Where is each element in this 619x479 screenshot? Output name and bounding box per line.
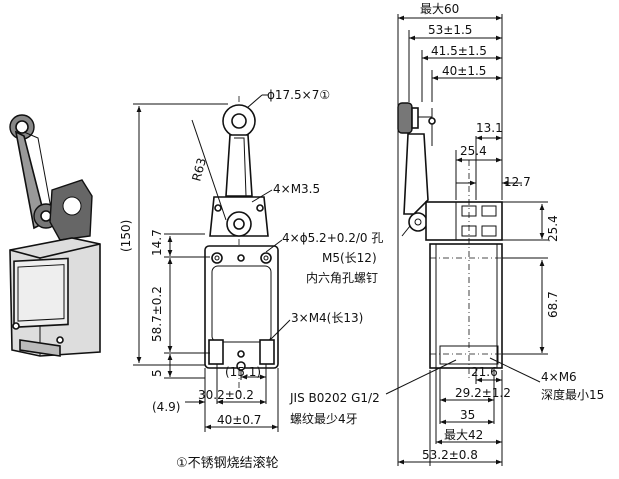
dim-14-7: 14.7: [150, 229, 164, 256]
dim-68-7: 68.7: [546, 291, 560, 318]
bottom-screws-label: 3×M4(长13): [291, 311, 363, 325]
max-60-label: 最大60: [420, 2, 459, 16]
dim-58-7: 58.7±0.2: [150, 286, 164, 342]
mounting-holes-label: 4×ϕ5.2+0.2/0 孔: [282, 231, 383, 245]
thread-min-label: 螺纹最少4牙: [290, 412, 358, 426]
dim-53-2: 53.2±0.8: [422, 448, 478, 462]
max-42-label: 最大42: [444, 428, 483, 442]
dim-15-1: (15.1): [225, 365, 261, 379]
dim-40-side: 40±1.5: [442, 64, 486, 78]
jis-thread-label: JIS B0202 G1/2: [289, 391, 380, 405]
hex-screw-label: 内六角孔螺钉: [306, 271, 378, 285]
dim-25-4-top: 25.4: [460, 144, 487, 158]
dim-40: 40±0.7: [217, 413, 261, 427]
radius-label: R63: [189, 156, 209, 182]
dim-13-1: 13.1: [476, 121, 503, 135]
m5-screw-label: M5(长12): [322, 251, 377, 265]
isometric-product-view: [9, 114, 101, 357]
dim-29-2: 29.2±1.2: [455, 386, 511, 400]
m6-label: 4×M6: [541, 370, 577, 384]
dim-30-2: 30.2±0.2: [198, 388, 254, 402]
head-screw-label: 4×M3.5: [273, 182, 320, 196]
dim-25-4-side: 25.4: [546, 215, 560, 242]
front-view: ϕ17.5×7① R63 4×M3.5 4×ϕ5.2+0.2/0 孔 3×M4(…: [119, 88, 383, 432]
dim-12-7: 12.7: [504, 175, 531, 189]
dim-53: 53±1.5: [428, 23, 472, 37]
side-view: 最大60 53±1.5 41.5±1.5 40±1.5 13.1 25.4 12…: [289, 2, 604, 466]
dim-41-5: 41.5±1.5: [431, 44, 487, 58]
dim-5: 5: [150, 369, 164, 377]
footnote: ①不锈钢烧结滚轮: [176, 455, 279, 471]
dim-21-6: 21.6: [471, 365, 498, 379]
dim-35: 35: [460, 408, 475, 422]
dim-4-9: (4.9): [152, 400, 180, 414]
overall-height-label: (150): [119, 220, 133, 252]
depth-min-label: 深度最小15: [541, 387, 604, 402]
roller-diameter-label: ϕ17.5×7①: [267, 88, 330, 102]
